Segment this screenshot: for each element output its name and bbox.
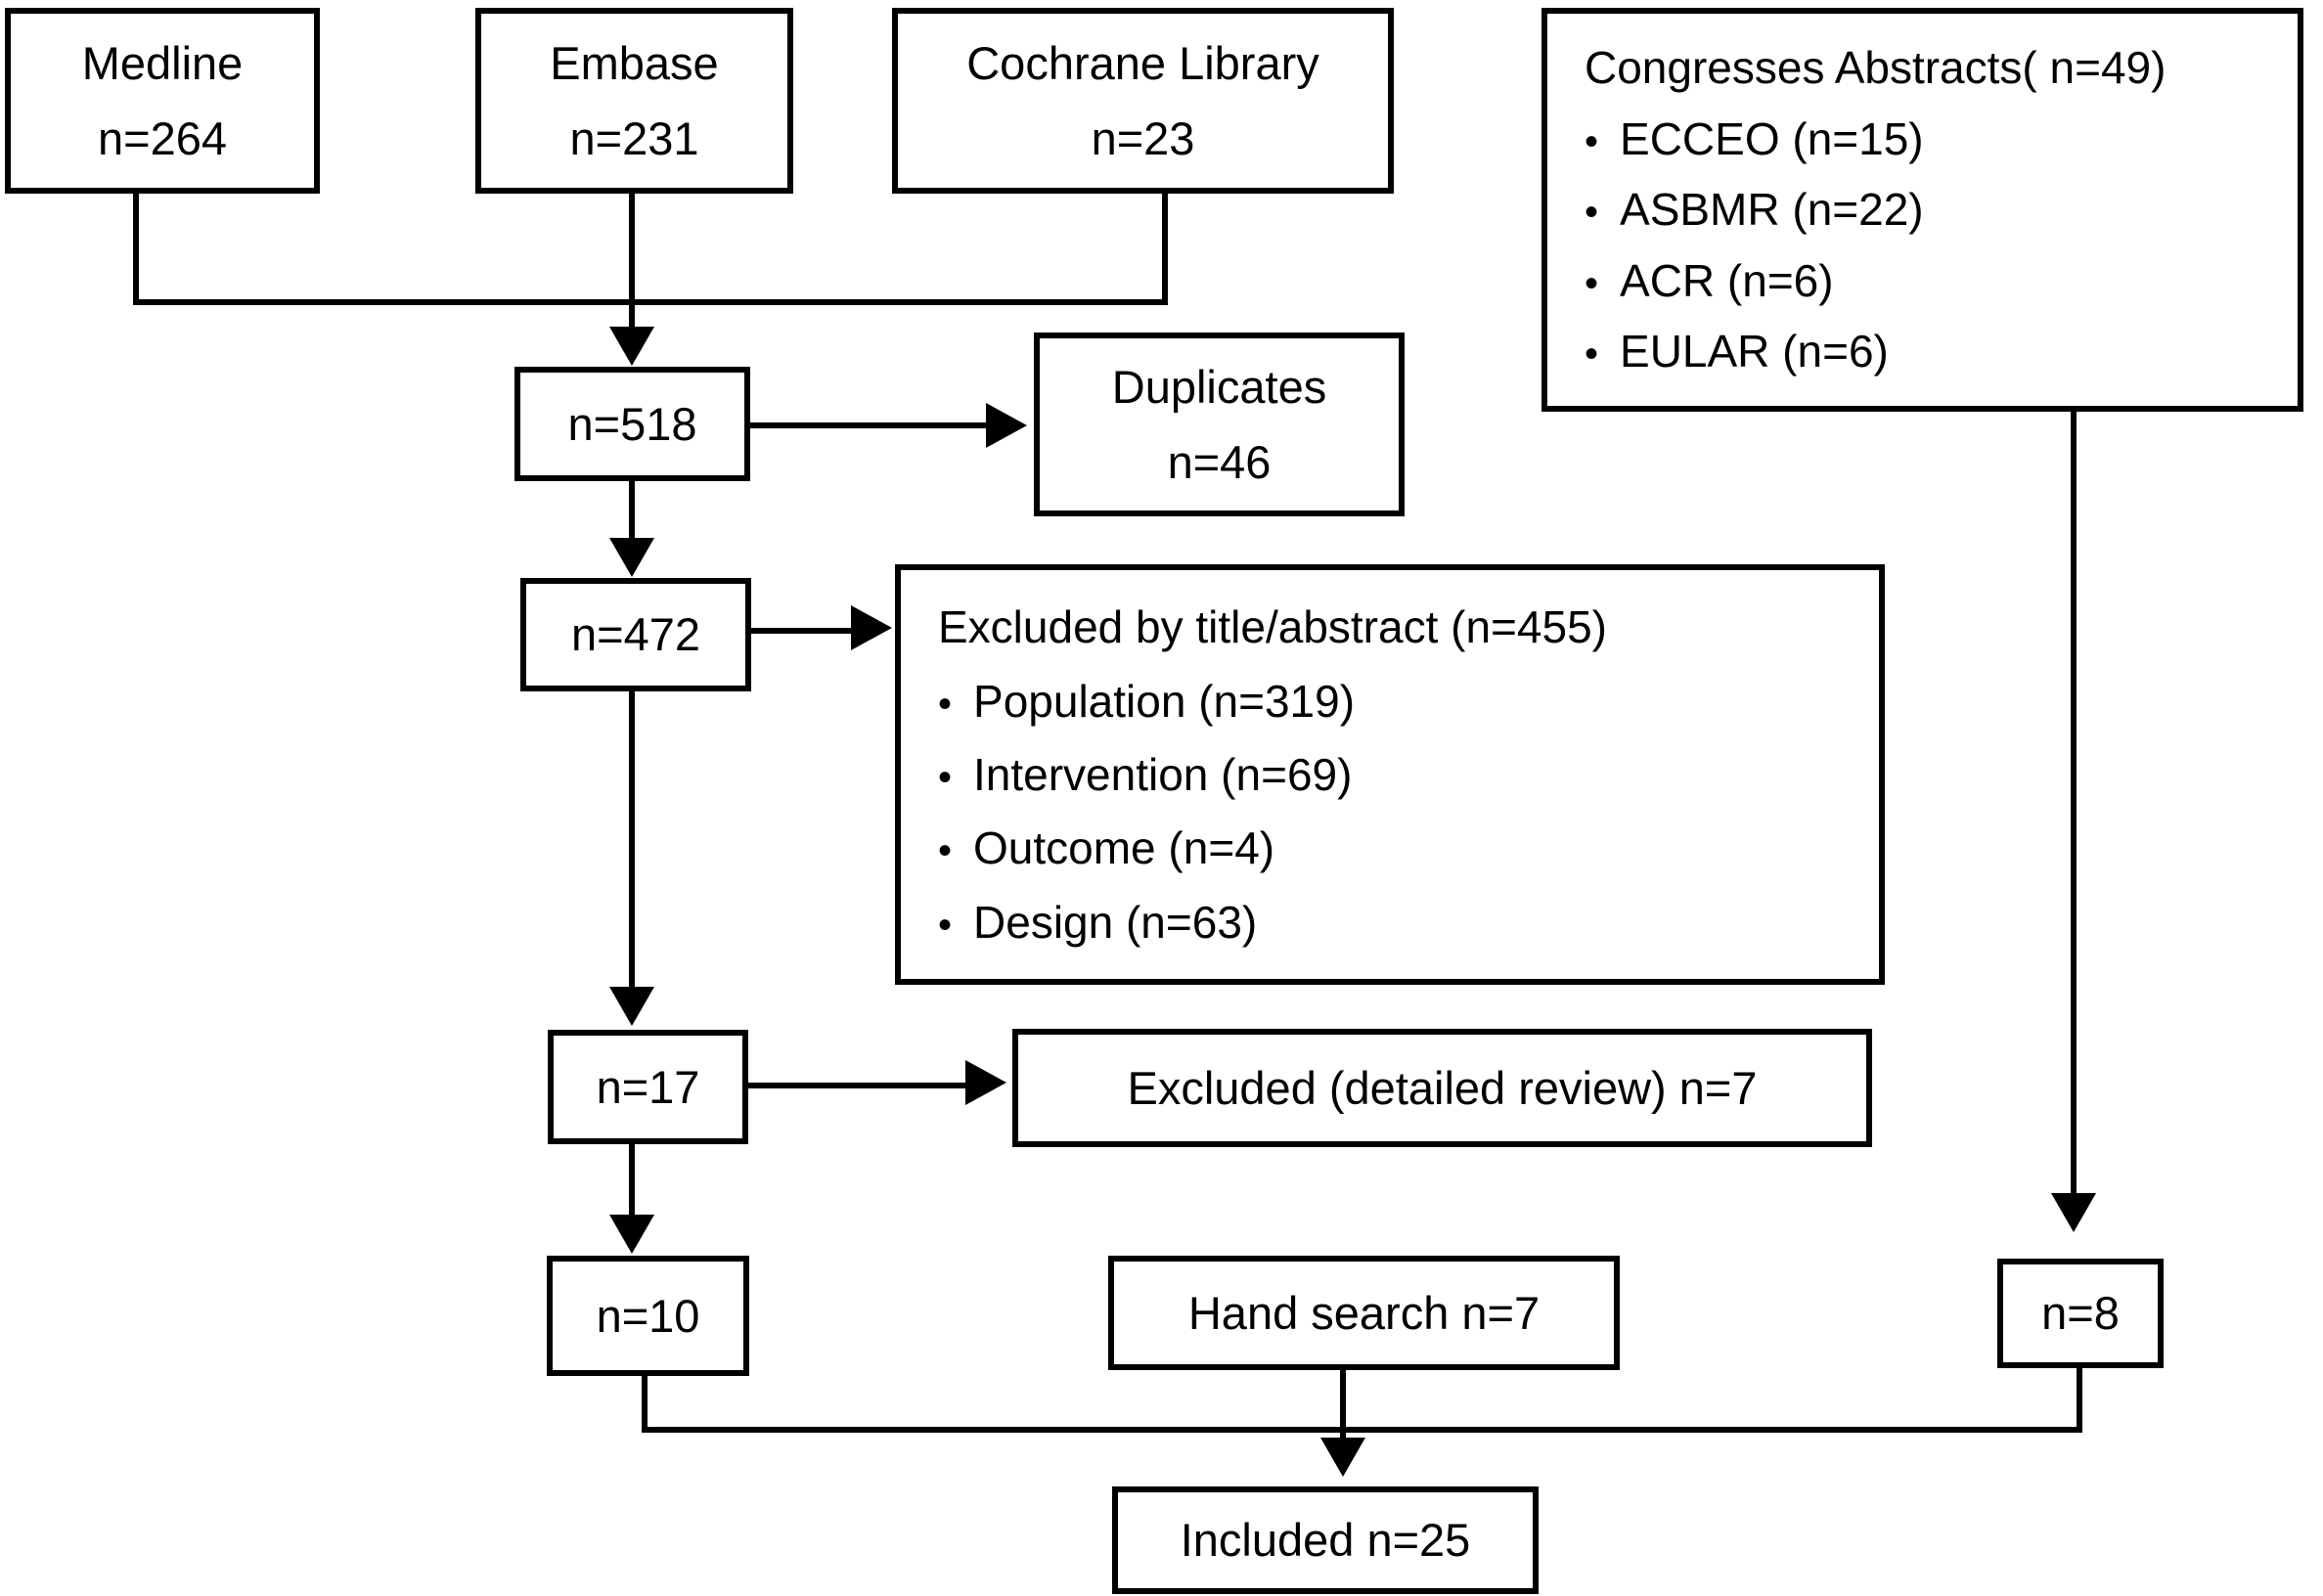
arrowhead-into-n518 — [609, 327, 654, 366]
node-excluded-title-abstract: Excluded by title/abstract (n=455) • Pop… — [895, 564, 1885, 985]
arrowhead-into-excluded-detailed — [965, 1060, 1006, 1105]
arrowhead-into-n8 — [2051, 1193, 2096, 1232]
node-cochrane-library: Cochrane Library n=23 — [892, 8, 1394, 194]
bullet-glyph: • — [1585, 332, 1599, 377]
excluded-item-intervention: • Intervention (n=69) — [938, 744, 1352, 805]
bullet-glyph: • — [938, 682, 953, 726]
excluded-title-abstract-title: Excluded by title/abstract (n=455) — [938, 597, 1607, 657]
connector-n518-duplicates — [750, 422, 991, 428]
congresses-item-label: ASBMR (n=22) — [1620, 184, 1924, 236]
arrowhead-into-duplicates — [986, 403, 1027, 448]
arrowhead-into-n17 — [609, 987, 654, 1026]
node-hand-search: Hand search n=7 — [1108, 1256, 1620, 1370]
after-detailed-review-count: n=10 — [596, 1289, 700, 1342]
node-congress-included: n=8 — [1997, 1259, 2164, 1368]
excluded-item-outcome: • Outcome (n=4) — [938, 818, 1274, 878]
node-medline: Medline n=264 — [5, 8, 320, 194]
embase-count: n=231 — [569, 112, 699, 164]
detailed-review-count: n=17 — [596, 1060, 700, 1113]
connector-n17-excluded-detailed — [748, 1083, 969, 1088]
node-total-identified: n=518 — [514, 367, 750, 481]
cochrane-name: Cochrane Library — [966, 36, 1319, 89]
congresses-item-acr: • ACR (n=6) — [1585, 250, 1834, 311]
connector-handsearch-included — [1340, 1370, 1346, 1441]
node-duplicates: Duplicates n=46 — [1034, 332, 1405, 516]
congresses-item-label: ACR (n=6) — [1620, 254, 1834, 306]
embase-name: Embase — [550, 36, 719, 89]
bullet-glyph: • — [1585, 119, 1599, 163]
congresses-item-label: EULAR (n=6) — [1620, 326, 1889, 377]
node-excluded-detailed-review: Excluded (detailed review) n=7 — [1012, 1029, 1872, 1147]
cochrane-count: n=23 — [1091, 112, 1195, 164]
excluded-item-design: • Design (n=63) — [938, 892, 1257, 953]
connector-medline-drop — [133, 194, 139, 305]
node-after-detailed-review: n=10 — [547, 1256, 749, 1376]
connector-cochrane-drop — [1162, 194, 1168, 305]
excluded-item-label: Design (n=63) — [973, 896, 1258, 948]
congress-included-count: n=8 — [2041, 1287, 2120, 1340]
congresses-item-ecceo: • ECCEO (n=15) — [1585, 109, 1924, 169]
hand-search-label: Hand search n=7 — [1187, 1286, 1541, 1339]
node-after-duplicates: n=472 — [520, 578, 751, 691]
connector-merge-line — [133, 299, 1168, 305]
node-included: Included n=25 — [1112, 1486, 1539, 1594]
medline-count: n=264 — [97, 112, 227, 164]
node-embase: Embase n=231 — [475, 8, 793, 194]
excluded-title-abstract-title-text: Excluded by title/abstract (n=455) — [938, 601, 1607, 653]
congresses-item-eular: • EULAR (n=6) — [1585, 321, 1889, 381]
excluded-item-label: Intervention (n=69) — [973, 748, 1353, 800]
connector-n472-excluded — [751, 628, 855, 634]
congresses-title-text: Congresses Abstracts( n=49) — [1585, 42, 2167, 94]
medline-name: Medline — [81, 36, 244, 89]
included-label: Included n=25 — [1180, 1514, 1471, 1567]
arrowhead-into-n10 — [609, 1215, 654, 1254]
connector-congresses-n8 — [2071, 412, 2077, 1196]
bullet-glyph: • — [1585, 261, 1599, 305]
congresses-item-asbmr: • ASBMR (n=22) — [1585, 179, 1924, 240]
connector-n472-n17 — [629, 691, 635, 990]
arrowhead-into-n472 — [609, 538, 654, 577]
bullet-glyph: • — [1585, 191, 1599, 235]
excluded-item-label: Population (n=319) — [973, 675, 1356, 727]
connector-junction-line — [642, 1427, 2082, 1433]
connector-n518-n472 — [629, 481, 635, 542]
arrowhead-into-excluded-title — [851, 605, 892, 650]
node-congresses-abstracts: Congresses Abstracts( n=49) • ECCEO (n=1… — [1541, 8, 2303, 412]
after-duplicates-count: n=472 — [570, 608, 700, 661]
excluded-detailed-review-label: Excluded (detailed review) n=7 — [1127, 1061, 1758, 1114]
connector-n17-n10 — [629, 1144, 635, 1219]
duplicates-label: Duplicates — [1111, 360, 1327, 413]
congresses-item-label: ECCEO (n=15) — [1620, 112, 1924, 164]
connector-embase-drop — [629, 194, 635, 331]
bullet-glyph: • — [938, 903, 953, 947]
connector-n8-junction — [2077, 1368, 2082, 1433]
bullet-glyph: • — [938, 755, 953, 799]
node-detailed-review: n=17 — [548, 1030, 748, 1144]
connector-n10-junction — [642, 1376, 648, 1433]
arrowhead-into-included — [1320, 1438, 1365, 1477]
excluded-item-population: • Population (n=319) — [938, 671, 1355, 732]
congresses-title: Congresses Abstracts( n=49) — [1585, 37, 2166, 98]
duplicates-count: n=46 — [1167, 436, 1272, 488]
total-identified-count: n=518 — [567, 397, 697, 450]
excluded-item-label: Outcome (n=4) — [973, 822, 1275, 874]
bullet-glyph: • — [938, 829, 953, 873]
